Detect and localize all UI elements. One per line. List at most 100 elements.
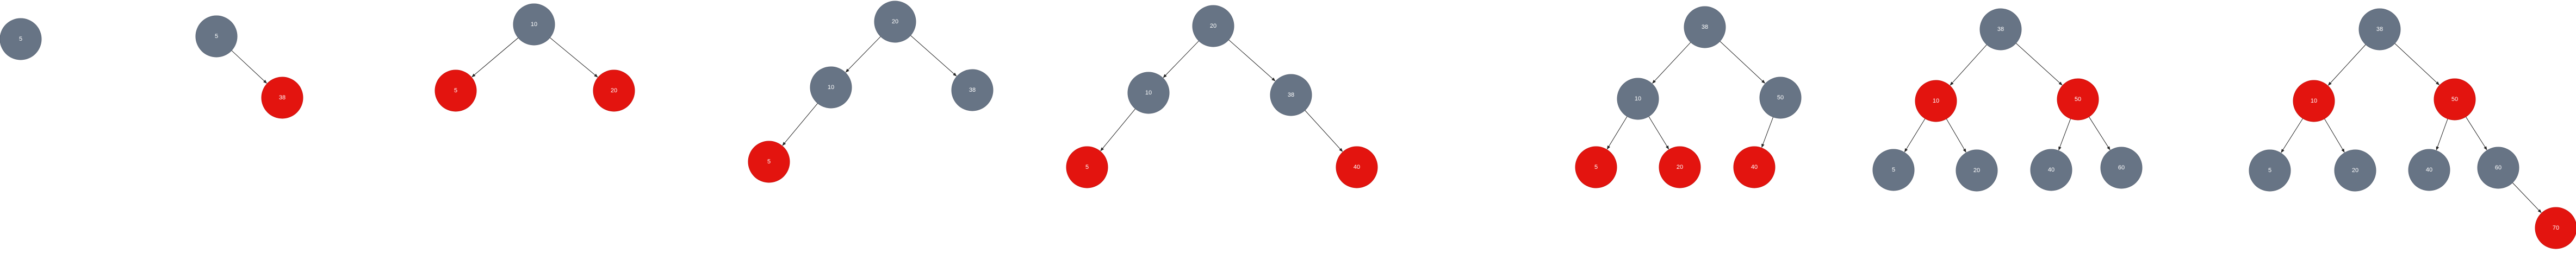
node-label: 50 bbox=[2075, 96, 2081, 103]
node-circle bbox=[513, 3, 555, 46]
node-circle bbox=[1192, 5, 1234, 47]
tree-node-red: 20 bbox=[593, 69, 635, 112]
edge-arrow bbox=[1652, 42, 1691, 84]
node-circle bbox=[2030, 149, 2072, 191]
node-circle bbox=[1575, 146, 1617, 188]
node-label: 40 bbox=[2048, 167, 2054, 173]
tree-node-black: 50 bbox=[1759, 77, 1802, 119]
node-label: 5 bbox=[1085, 164, 1089, 170]
edge-arrow bbox=[231, 50, 268, 84]
tree-node-black: 38 bbox=[1270, 74, 1312, 116]
tree-node-red: 50 bbox=[2434, 78, 2476, 121]
node-label: 10 bbox=[531, 21, 537, 28]
node-circle bbox=[951, 69, 994, 111]
edge-arrow bbox=[1100, 108, 1136, 151]
tree-node-black: 38 bbox=[951, 69, 994, 111]
tree-node-black: 10 bbox=[1617, 78, 1659, 120]
node-circle bbox=[195, 15, 238, 58]
edge-arrow bbox=[2324, 118, 2345, 153]
tree-4-edges bbox=[782, 35, 957, 146]
tree-node-red: 70 bbox=[2535, 207, 2576, 249]
node-label: 20 bbox=[1677, 164, 1683, 170]
edge-arrow bbox=[1606, 116, 1628, 150]
node-label: 40 bbox=[1751, 164, 1758, 170]
tree-3-edges bbox=[471, 37, 598, 78]
node-label: 60 bbox=[2495, 165, 2501, 171]
tree-node-red: 20 bbox=[1659, 146, 1701, 188]
edge-arrow bbox=[1228, 39, 1276, 81]
tree-7-edges bbox=[1904, 43, 2111, 153]
node-circle bbox=[1956, 149, 1998, 192]
node-label: 5 bbox=[19, 36, 22, 42]
edge-arrow bbox=[1904, 118, 1926, 153]
edge-arrow bbox=[845, 36, 881, 73]
node-label: 5 bbox=[454, 87, 457, 94]
node-circle bbox=[2535, 207, 2576, 249]
node-label: 5 bbox=[1892, 167, 1895, 173]
node-label: 70 bbox=[2553, 225, 2559, 231]
tree-6: 38 10 50 5 20 40 bbox=[1575, 6, 1802, 188]
node-label: 5 bbox=[767, 159, 771, 165]
node-circle bbox=[2477, 147, 2519, 189]
tree-node-black: 38 bbox=[1979, 8, 2022, 50]
node-circle bbox=[0, 18, 42, 60]
tree-node-black: 20 bbox=[1192, 5, 1234, 47]
edge-arrow bbox=[471, 37, 519, 78]
node-circle bbox=[1733, 146, 1776, 188]
edge-arrow bbox=[910, 35, 957, 77]
node-circle bbox=[1066, 146, 1108, 188]
edge-arrow bbox=[2394, 43, 2440, 85]
node-label: 60 bbox=[2118, 165, 2125, 171]
node-circle bbox=[2057, 78, 2099, 121]
tree-5-edges bbox=[1100, 39, 1343, 152]
tree-node-black: 5 bbox=[0, 18, 42, 60]
tree-node-red: 5 bbox=[1575, 146, 1617, 188]
node-circle bbox=[2408, 149, 2450, 191]
tree-node-red: 38 bbox=[261, 77, 303, 119]
node-label: 10 bbox=[1145, 90, 1152, 96]
tree-node-red: 40 bbox=[1336, 146, 1378, 188]
node-circle bbox=[1617, 78, 1659, 120]
node-circle bbox=[2434, 78, 2476, 121]
node-label: 38 bbox=[1702, 24, 1708, 30]
tree-node-red: 10 bbox=[1915, 80, 1957, 122]
tree-node-black: 38 bbox=[1684, 6, 1726, 48]
tree-node-black: 40 bbox=[2408, 149, 2450, 191]
node-circle bbox=[748, 141, 790, 183]
node-circle bbox=[2249, 149, 2291, 192]
node-label: 50 bbox=[2451, 96, 2458, 103]
node-circle bbox=[1684, 6, 1726, 48]
node-label: 50 bbox=[1777, 94, 1784, 101]
node-label: 40 bbox=[1354, 164, 1360, 170]
tree-8-edges bbox=[2281, 43, 2542, 213]
tree-node-red: 50 bbox=[2057, 78, 2099, 121]
edge-arrow bbox=[1946, 118, 1966, 153]
node-circle bbox=[2358, 8, 2401, 50]
tree-node-black: 60 bbox=[2477, 147, 2519, 189]
tree-5: 20 10 38 5 40 bbox=[1066, 5, 1378, 188]
edge-arrow bbox=[549, 37, 598, 78]
node-circle bbox=[593, 69, 635, 112]
node-circle bbox=[1659, 146, 1701, 188]
node-circle bbox=[1127, 72, 1170, 114]
tree-node-red: 5 bbox=[434, 69, 477, 112]
tree-node-black: 10 bbox=[810, 66, 852, 109]
tree-node-red: 40 bbox=[1733, 146, 1776, 188]
node-label: 38 bbox=[1288, 92, 1294, 98]
node-label: 5 bbox=[1594, 164, 1598, 170]
tree-node-red: 10 bbox=[2293, 80, 2335, 122]
edge-arrow bbox=[1950, 44, 1987, 86]
node-label: 40 bbox=[2426, 167, 2432, 173]
tree-node-black: 60 bbox=[2100, 147, 2143, 189]
node-circle bbox=[1759, 77, 1802, 119]
edge-arrow bbox=[1305, 110, 1343, 152]
edge-arrow bbox=[2436, 118, 2448, 150]
tree-node-black: 38 bbox=[2358, 8, 2401, 50]
edge-arrow bbox=[2015, 43, 2063, 86]
tree-1: 5 bbox=[0, 18, 42, 60]
tree-node-black: 5 bbox=[195, 15, 238, 58]
